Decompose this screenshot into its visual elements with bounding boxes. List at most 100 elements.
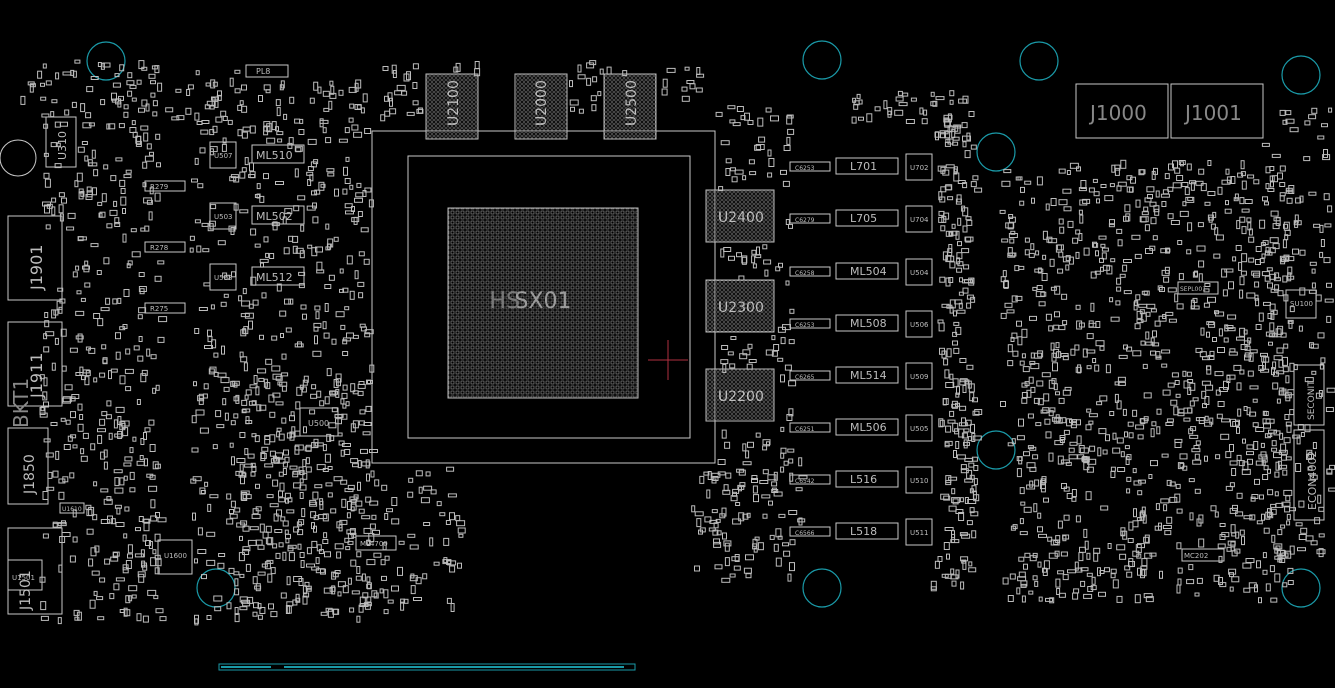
smd-component <box>257 544 265 550</box>
smd-component <box>1009 573 1016 580</box>
smd-component <box>960 556 969 562</box>
smd-component <box>1266 267 1273 272</box>
smd-component <box>1209 417 1214 425</box>
smd-component <box>1085 424 1092 431</box>
smd-component <box>1058 397 1065 404</box>
smd-component <box>1108 223 1115 228</box>
smd-component <box>785 219 790 225</box>
smd-component <box>962 95 969 104</box>
smd-component <box>1298 500 1305 508</box>
smd-component <box>299 552 305 558</box>
smd-component <box>742 443 747 452</box>
smd-component <box>171 116 180 121</box>
smd-component <box>1238 460 1245 467</box>
smd-component <box>99 418 106 426</box>
smd-component <box>318 514 328 520</box>
smd-component <box>146 348 151 357</box>
smd-component <box>1027 413 1034 419</box>
smd-component <box>894 109 904 116</box>
capacitor <box>789 266 831 277</box>
smd-component <box>737 484 745 490</box>
component-outline <box>245 64 289 78</box>
smd-component <box>1267 313 1273 319</box>
smd-component <box>759 480 769 484</box>
smd-component <box>1215 454 1221 460</box>
smd-component <box>80 103 86 113</box>
smd-component <box>103 164 109 170</box>
smd-component <box>943 495 951 501</box>
smd-component <box>1254 294 1259 301</box>
smd-component <box>294 145 303 152</box>
smd-component <box>391 497 398 506</box>
smd-component <box>135 527 141 532</box>
smd-component <box>276 131 284 136</box>
smd-component <box>1116 400 1122 410</box>
smd-component <box>962 207 969 217</box>
smd-component <box>1272 175 1278 183</box>
smd-component <box>269 434 276 443</box>
smd-component <box>1001 238 1009 243</box>
smd-component <box>64 109 70 116</box>
smd-component <box>342 339 348 345</box>
smd-component <box>910 97 917 102</box>
smd-component <box>194 328 200 334</box>
smd-component <box>1264 201 1269 206</box>
smd-component <box>242 328 247 335</box>
smd-component <box>211 339 217 349</box>
smd-component <box>57 287 64 292</box>
smd-component <box>1188 564 1194 571</box>
smd-component <box>945 425 952 433</box>
smd-component <box>941 350 947 359</box>
smd-component <box>357 281 365 287</box>
component-label: SEPL001 <box>1180 286 1206 293</box>
smd-component <box>1232 504 1238 511</box>
smd-component <box>215 410 222 418</box>
smd-component <box>1195 417 1205 422</box>
inductor <box>835 366 899 384</box>
smd-component <box>369 523 376 530</box>
smd-component <box>1274 471 1280 478</box>
smd-component <box>80 455 88 462</box>
smd-component <box>1088 320 1094 328</box>
smd-component <box>713 541 722 548</box>
smd-component <box>1076 320 1083 330</box>
smd-component <box>1272 361 1277 370</box>
smd-component <box>1141 211 1149 216</box>
smd-component <box>352 334 359 339</box>
smd-component <box>1163 504 1168 512</box>
inductor-label: ML506 <box>850 421 887 434</box>
smd-component <box>196 121 203 125</box>
smd-component <box>1236 454 1242 461</box>
smd-component <box>229 513 238 519</box>
smd-component <box>230 227 235 235</box>
smd-component <box>1086 572 1093 577</box>
smd-component <box>283 449 289 456</box>
smd-component <box>1042 254 1047 260</box>
smd-component <box>199 147 206 154</box>
smd-component <box>345 546 351 551</box>
smd-component <box>966 302 972 309</box>
smd-component <box>961 122 968 129</box>
smd-component <box>1142 363 1148 369</box>
smd-component <box>1050 286 1057 291</box>
smd-component <box>1236 426 1240 434</box>
smd-component <box>1272 382 1279 390</box>
capacitor-label: C6253 <box>795 165 815 172</box>
smd-component <box>363 258 370 265</box>
smd-component <box>1094 270 1101 275</box>
smd-component <box>1265 418 1275 424</box>
smd-component <box>1064 386 1072 391</box>
smd-component <box>1021 353 1026 359</box>
smd-component <box>381 484 388 491</box>
smd-component <box>729 573 736 578</box>
smd-component <box>1054 311 1060 318</box>
smd-component <box>239 432 246 438</box>
smd-component <box>99 577 106 583</box>
smd-component <box>142 534 147 542</box>
smd-component <box>858 116 864 121</box>
smd-component <box>590 95 597 102</box>
smd-component <box>1010 525 1016 531</box>
smd-component <box>961 417 966 427</box>
inductor <box>835 314 899 332</box>
smd-component <box>1134 323 1141 330</box>
